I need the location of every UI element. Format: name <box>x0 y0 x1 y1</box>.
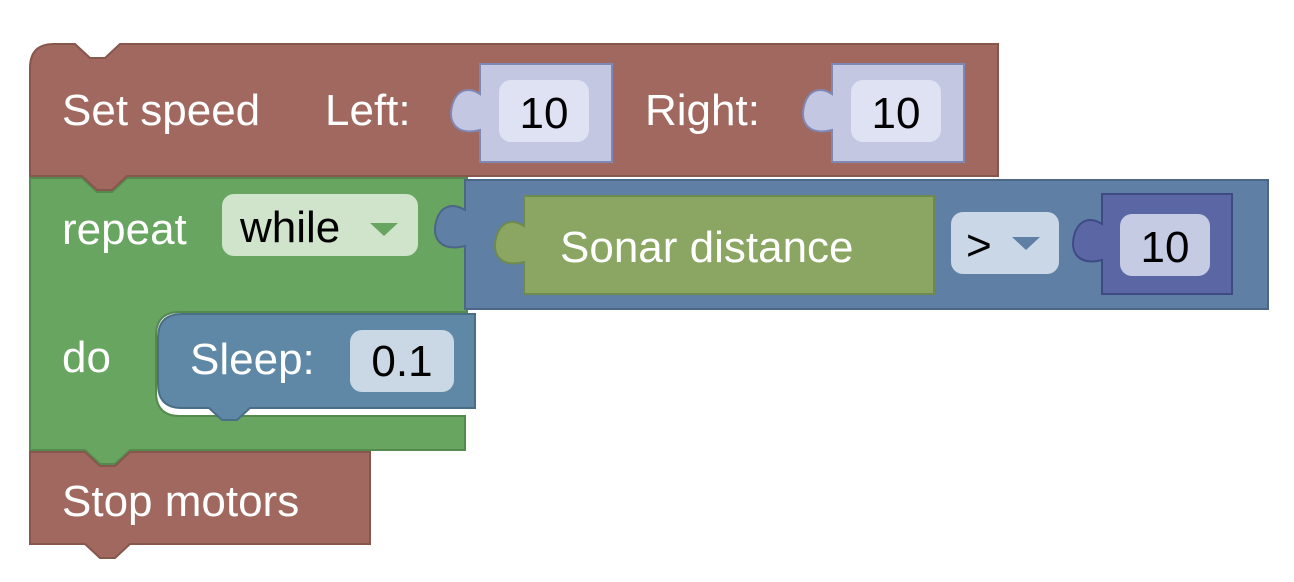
stop-motors-block[interactable]: Stop motors <box>29 451 371 559</box>
sleep-value: 0.1 <box>371 337 432 386</box>
sleep-label: Sleep: <box>190 335 315 384</box>
left-label: Left: <box>325 86 411 135</box>
right-speed-field[interactable] <box>851 80 941 142</box>
left-speed-value: 10 <box>520 89 569 138</box>
chevron-down-icon <box>1012 237 1040 250</box>
set-speed-block[interactable]: Set speed Left: 10 Right: 10 <box>29 43 999 191</box>
operator-value: > <box>966 221 992 270</box>
do-label: do <box>62 333 111 382</box>
repeat-mode-value: while <box>239 203 340 252</box>
compare-number-value: 10 <box>1141 223 1190 272</box>
compare-number-field[interactable] <box>1120 214 1210 276</box>
sonar-distance-block[interactable]: Sonar distance <box>494 195 935 295</box>
repeat-label: repeat <box>62 205 187 254</box>
sonar-label: Sonar distance <box>560 223 854 272</box>
stop-motors-label: Stop motors <box>62 477 299 526</box>
sleep-block[interactable]: Sleep: 0.1 <box>157 313 476 421</box>
sleep-value-field[interactable] <box>350 330 454 392</box>
repeat-mode-dropdown[interactable]: while <box>222 194 418 256</box>
right-speed-value: 10 <box>872 89 921 138</box>
set-speed-label: Set speed <box>62 86 260 135</box>
left-speed-number-block[interactable]: 10 <box>450 63 613 163</box>
left-speed-field[interactable] <box>499 80 589 142</box>
chevron-down-icon <box>370 223 398 236</box>
right-label: Right: <box>645 86 760 135</box>
operator-dropdown[interactable]: > <box>951 212 1059 274</box>
compare-number-block[interactable]: 10 <box>1072 193 1233 295</box>
repeat-while-block[interactable]: repeat while do <box>29 177 468 465</box>
right-speed-number-block[interactable]: 10 <box>802 63 965 163</box>
